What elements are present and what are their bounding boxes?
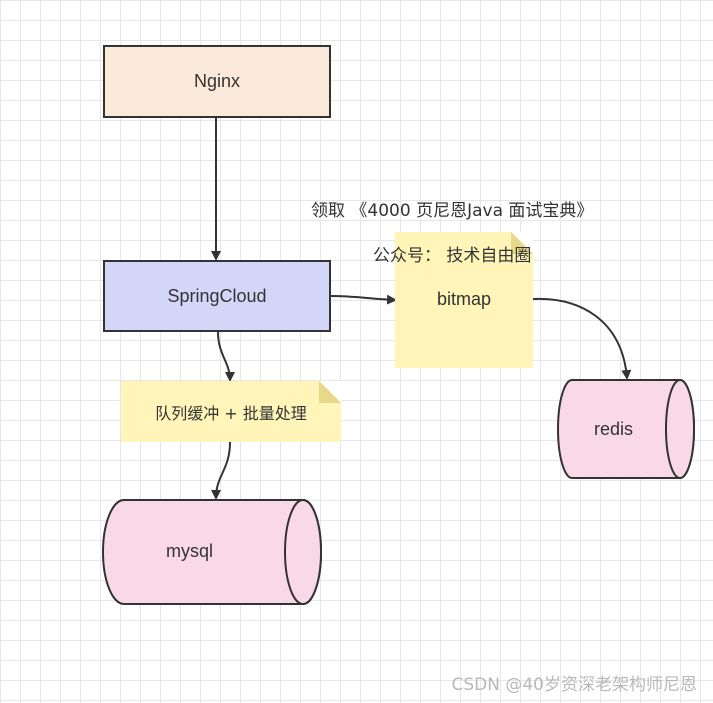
csdn-watermark: CSDN @40岁资深老架构师尼恩: [451, 675, 697, 695]
mysql-label: mysql: [166, 541, 214, 561]
springcloud-node: SpringCloud: [103, 260, 331, 332]
arrow-springcloud-to-bitmap: [330, 294, 397, 305]
promo-text-line-1: 领取 《4000 页尼恩Java 面试宝典》: [311, 201, 594, 221]
note-fold-corner: [511, 232, 533, 254]
redis-database-shape: [557, 379, 695, 479]
nginx-node: Nginx: [103, 45, 331, 118]
queue-label: 队列缓冲 + 批量处理: [155, 403, 307, 423]
bitmap-note: bitmap: [395, 232, 533, 368]
note-fold-corner: [319, 381, 341, 403]
mysql-database-shape: [102, 499, 322, 605]
arrow-springcloud-to-queue: [217, 331, 235, 382]
promo-text-line-2: 公众号： 技术自由圈: [373, 246, 532, 266]
queue-note: 队列缓冲 + 批量处理: [121, 381, 341, 442]
springcloud-label: SpringCloud: [167, 285, 267, 306]
arrow-bitmap-to-redis: [532, 297, 632, 380]
bitmap-label: bitmap: [436, 288, 492, 309]
arrow-queue-to-mysql: [211, 441, 231, 500]
nginx-label: Nginx: [193, 71, 241, 91]
redis-label: redis: [594, 419, 634, 439]
